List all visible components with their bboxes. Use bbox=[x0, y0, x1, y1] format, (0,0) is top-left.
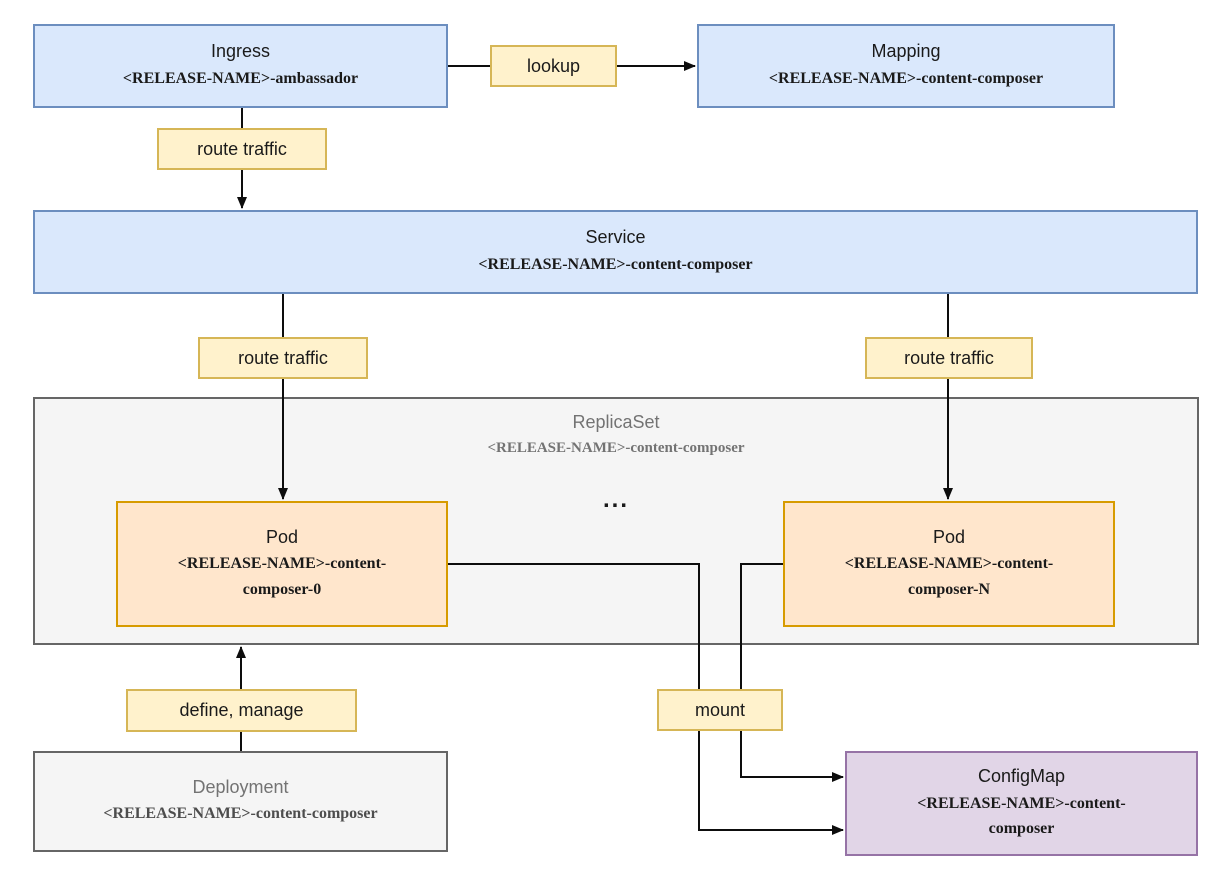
ingress-subtitle: <RELEASE-NAME>-ambassador bbox=[122, 69, 359, 87]
edge-label-lookup: lookup bbox=[490, 45, 617, 87]
configmap-title: ConfigMap bbox=[977, 766, 1066, 787]
edge-label-define-manage: define, manage bbox=[126, 689, 357, 732]
edge-label-route-traffic-right: route traffic bbox=[865, 337, 1033, 379]
mapping-title: Mapping bbox=[871, 41, 941, 62]
service-node: Service <RELEASE-NAME>-content-composer bbox=[33, 210, 1198, 294]
mapping-node: Mapping <RELEASE-NAME>-content-composer bbox=[697, 24, 1115, 108]
ingress-title: Ingress bbox=[210, 41, 271, 62]
deployment-node: Deployment <RELEASE-NAME>-content-compos… bbox=[33, 751, 448, 852]
edge-label-route-traffic-top: route traffic bbox=[157, 128, 327, 170]
configmap-node: ConfigMap <RELEASE-NAME>-content-compose… bbox=[845, 751, 1198, 856]
pod-n-node: Pod <RELEASE-NAME>-content-composer-N bbox=[783, 501, 1115, 627]
service-subtitle: <RELEASE-NAME>-content-composer bbox=[478, 255, 753, 273]
replicaset-title: ReplicaSet bbox=[572, 412, 660, 432]
deployment-title: Deployment bbox=[192, 776, 289, 797]
pod-0-node: Pod <RELEASE-NAME>-content-composer-0 bbox=[116, 501, 448, 627]
edge-label-mount: mount bbox=[657, 689, 783, 731]
ingress-node: Ingress <RELEASE-NAME>-ambassador bbox=[33, 24, 448, 108]
pod-0-title: Pod bbox=[265, 526, 299, 547]
pod-0-subtitle: <RELEASE-NAME>-content-composer-0 bbox=[177, 555, 387, 598]
configmap-subtitle: <RELEASE-NAME>-content-composer bbox=[917, 794, 1126, 838]
replicaset-subtitle: <RELEASE-NAME>-content-composer bbox=[487, 439, 745, 456]
edge-label-route-traffic-left: route traffic bbox=[198, 337, 368, 379]
pod-n-subtitle: <RELEASE-NAME>-content-composer-N bbox=[844, 555, 1054, 598]
more-pods-ellipsis: ... bbox=[602, 486, 629, 513]
service-title: Service bbox=[585, 227, 646, 248]
mapping-subtitle: <RELEASE-NAME>-content-composer bbox=[768, 69, 1044, 87]
deployment-subtitle: <RELEASE-NAME>-content-composer bbox=[103, 805, 378, 823]
pod-n-title: Pod bbox=[932, 526, 966, 547]
